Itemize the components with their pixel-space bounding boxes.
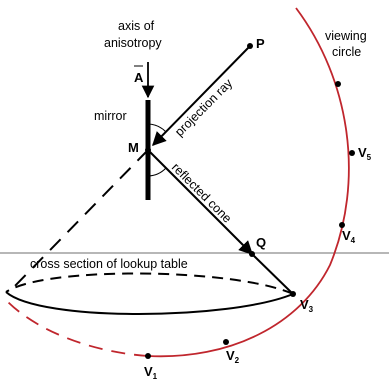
point-v1-dot — [145, 353, 151, 359]
viewing-circle-dashed-arc — [5, 299, 149, 357]
projection-ray-label: projection ray — [172, 76, 235, 139]
axis-label-line1: axis of — [118, 19, 155, 33]
point-v2-dot — [223, 339, 229, 345]
point-q-label: Q — [256, 235, 266, 250]
point-v4-dot — [339, 222, 345, 228]
projection-ray-line — [152, 45, 251, 146]
point-q-dot — [249, 251, 255, 257]
point-p-label: P — [256, 36, 265, 51]
mirror-extension-dashed — [8, 149, 149, 293]
lookup-table-label: cross section of lookup table — [30, 257, 188, 271]
viewing-circle-label-line2: circle — [332, 45, 361, 59]
reflected-cone-label: reflected cone — [169, 160, 234, 225]
upper-angle-arc — [147, 123, 167, 133]
lower-angle-arc — [147, 167, 167, 177]
axis-label-line2: anisotropy — [104, 36, 162, 50]
point-m-label: M — [128, 140, 139, 155]
point-top-dot — [335, 81, 341, 87]
viewing-circle-arc — [147, 7, 350, 358]
point-m-dot — [145, 147, 151, 153]
point-v3-dot — [290, 291, 296, 297]
reflected-cone-continuation — [251, 253, 294, 295]
lookup-ellipse-front — [5, 291, 294, 315]
v4-label: V4 — [342, 228, 356, 245]
v5-label: V5 — [358, 145, 372, 162]
v3-label: V3 — [300, 297, 314, 314]
point-p-dot — [247, 43, 253, 49]
vector-a-label: A — [134, 70, 144, 85]
lookup-ellipse-back — [5, 272, 294, 295]
viewing-circle-label-line1: viewing — [325, 29, 367, 43]
mirror-label: mirror — [94, 109, 127, 123]
reflected-cone-line — [147, 149, 253, 255]
v1-label: V1 — [144, 364, 158, 379]
point-v5-dot — [349, 150, 355, 156]
v2-label: V2 — [226, 348, 240, 365]
